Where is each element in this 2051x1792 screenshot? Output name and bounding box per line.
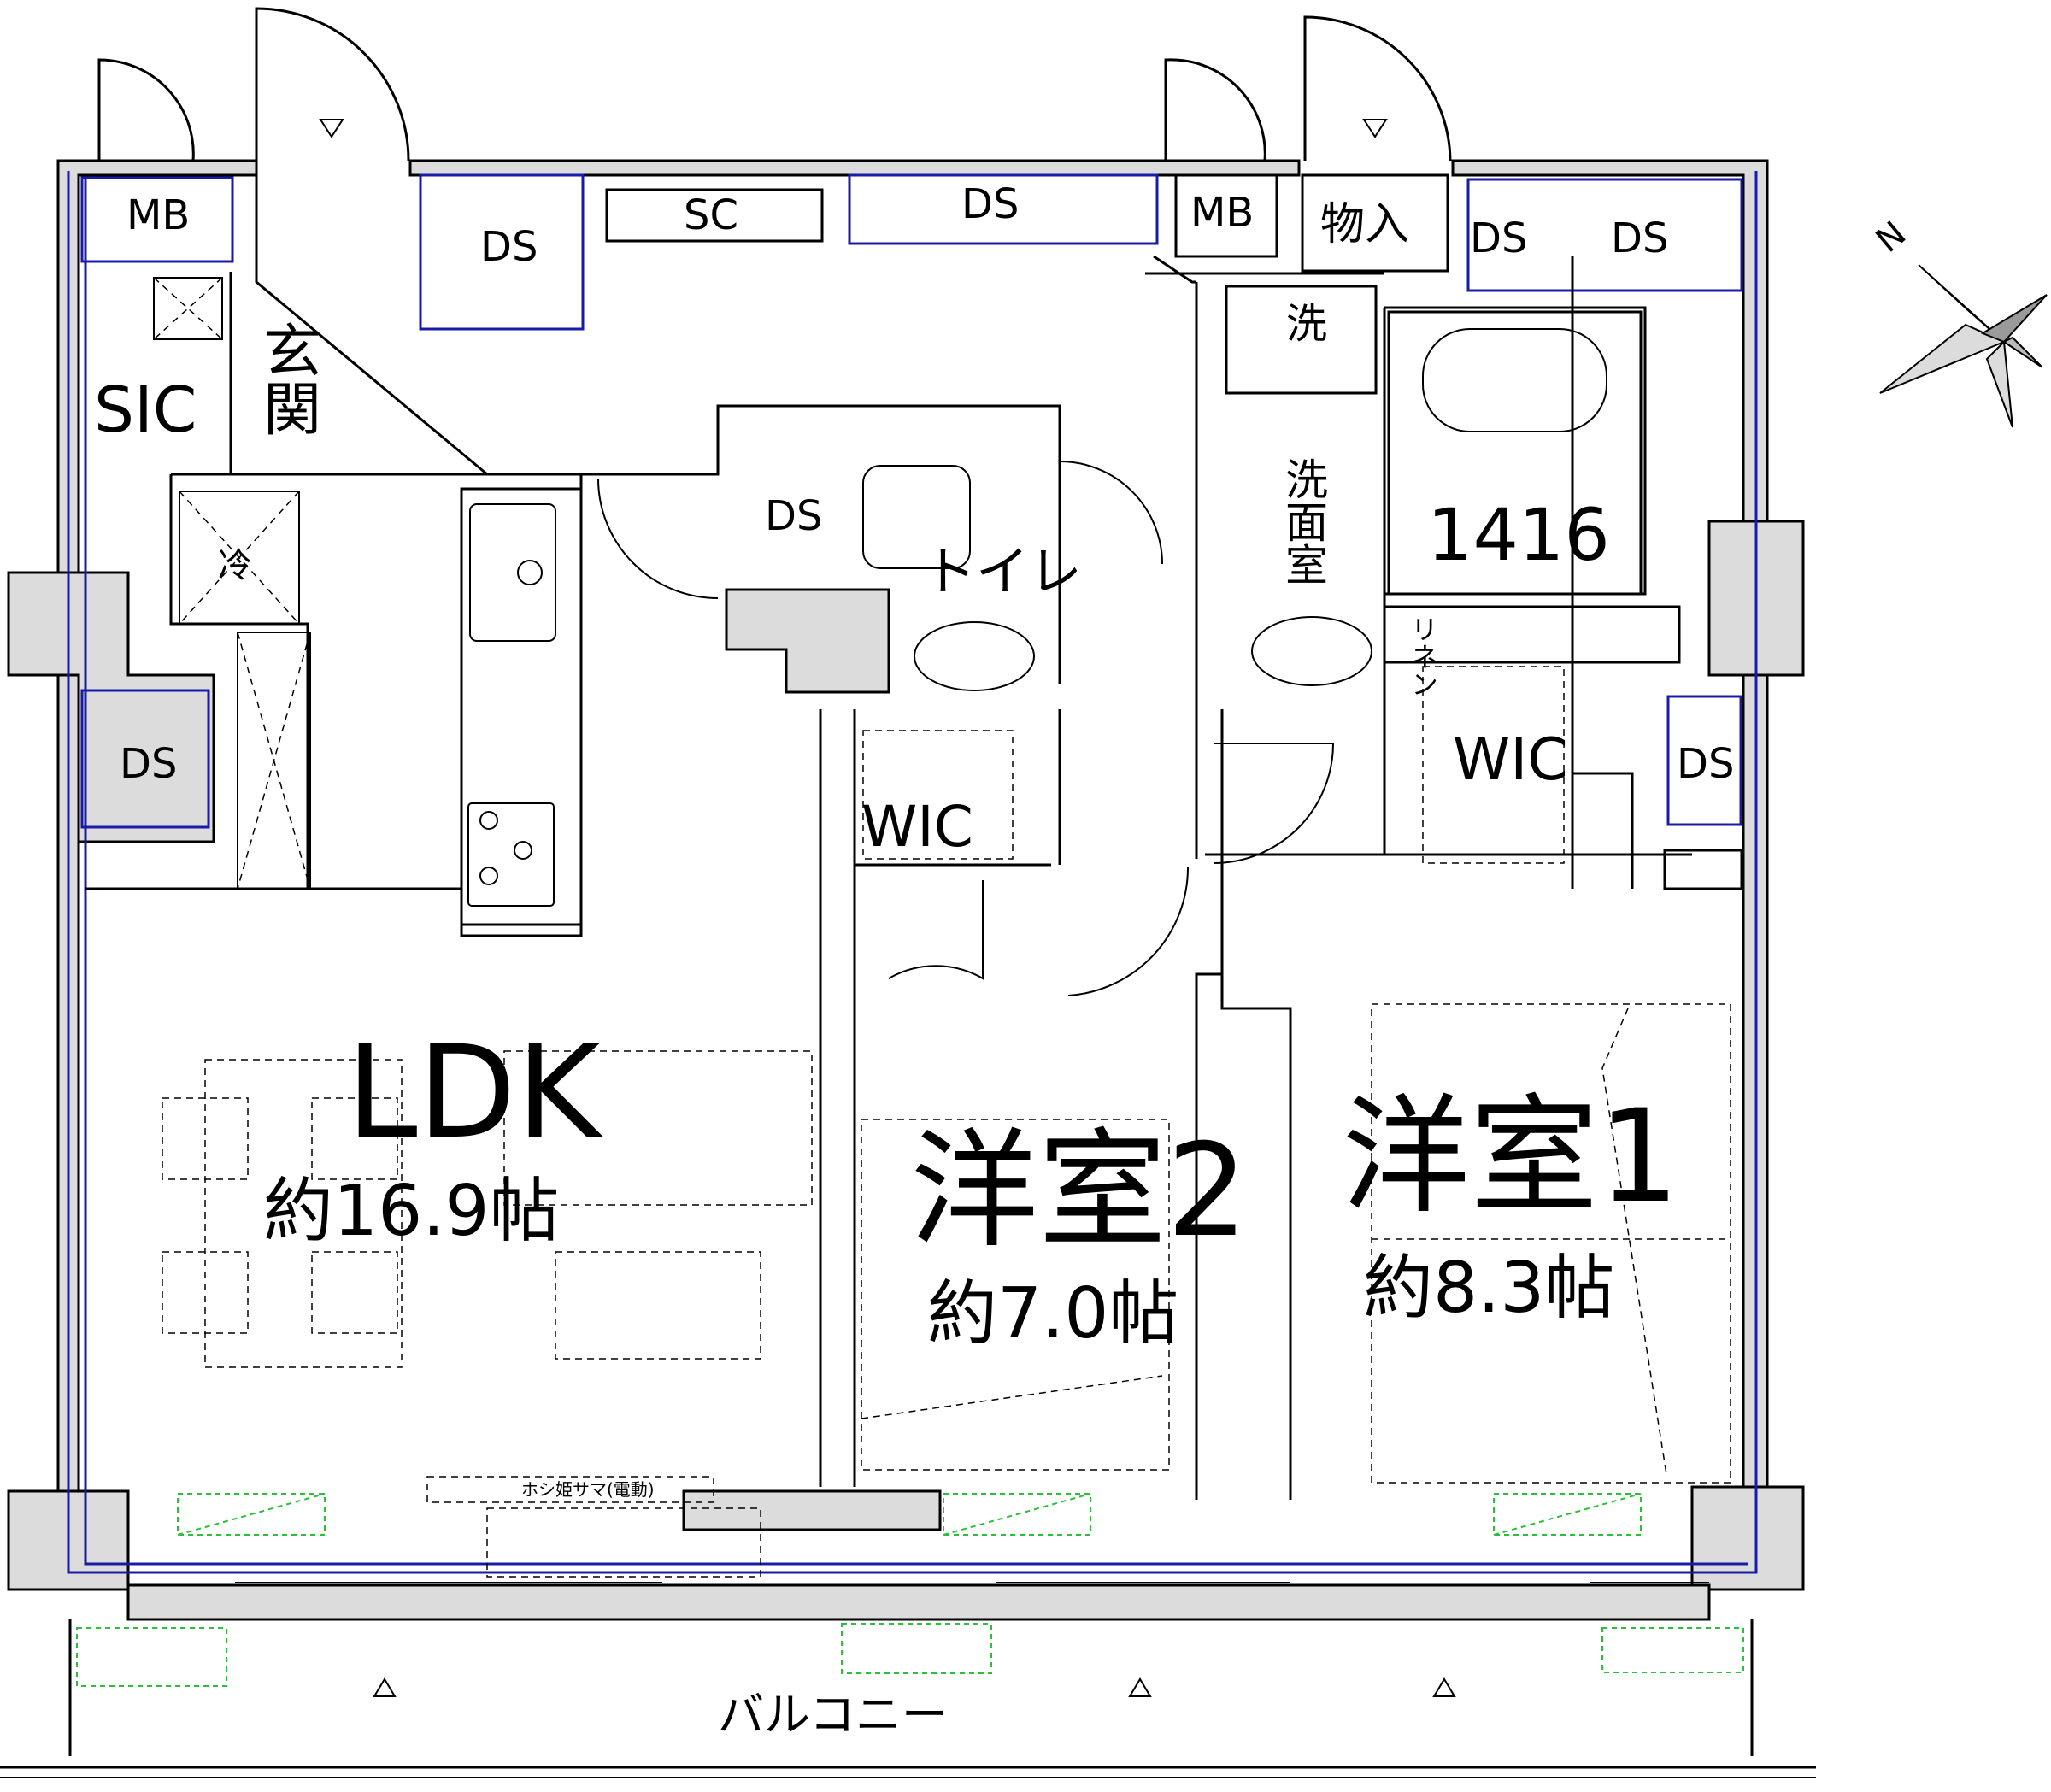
western2-name: 洋室2 <box>910 1117 1248 1266</box>
ldk-name: LDK <box>346 1019 603 1167</box>
wic-label-2: WIC <box>861 794 973 860</box>
ds-label-3: DS <box>1470 214 1527 262</box>
balcony <box>0 119 1816 1778</box>
sic-label: SIC <box>94 373 197 447</box>
compass-rose-icon <box>1879 264 2048 428</box>
monoire-label: 物入 <box>1320 199 1409 250</box>
senmenshitsu-label: 洗面室 <box>1278 457 1328 585</box>
ds-label-5: DS <box>120 740 177 788</box>
mb-label-2: MB <box>1190 189 1254 237</box>
ldk-size: 約16.9帖 <box>263 1171 560 1252</box>
room-labels: MB MB DS SC DS 物入 DS DS 玄関 SIC 冷 DS DS ト… <box>94 180 1913 1742</box>
genkan-label: 玄関 <box>253 320 320 437</box>
western1-size: 約8.3帖 <box>1363 1248 1614 1329</box>
ds-label-2: DS <box>961 180 1019 228</box>
western1-name: 洋室1 <box>1342 1083 1679 1231</box>
compass-label: N <box>1869 214 1913 260</box>
toilet-label: トイレ <box>923 540 1082 602</box>
furniture-dashed <box>162 1003 1731 1578</box>
balcony-label: バルコニー <box>718 1688 948 1742</box>
bath-label: 1416 <box>1427 493 1610 577</box>
ds-label-7: DS <box>1677 740 1734 788</box>
sentaku-label: 洗 <box>1286 300 1327 348</box>
ds-label-4: DS <box>1611 214 1668 262</box>
insulation-lines <box>67 171 1758 1574</box>
fridge-label: 冷 <box>218 546 252 585</box>
doors <box>97 7 1452 996</box>
planters <box>76 1493 1744 1687</box>
ds-label-1: DS <box>480 223 538 271</box>
curtain-label: ホシ姫サマ(電動) <box>521 1479 655 1500</box>
western2-size: 約7.0帖 <box>927 1273 1178 1354</box>
ds-label-6: DS <box>765 492 822 540</box>
sc-label: SC <box>684 191 738 239</box>
shafts-and-closets <box>80 173 1742 926</box>
wic-label-1: WIC <box>1453 726 1568 794</box>
mb-label-1: MB <box>126 191 190 239</box>
linen-label: リネン <box>1407 615 1439 697</box>
